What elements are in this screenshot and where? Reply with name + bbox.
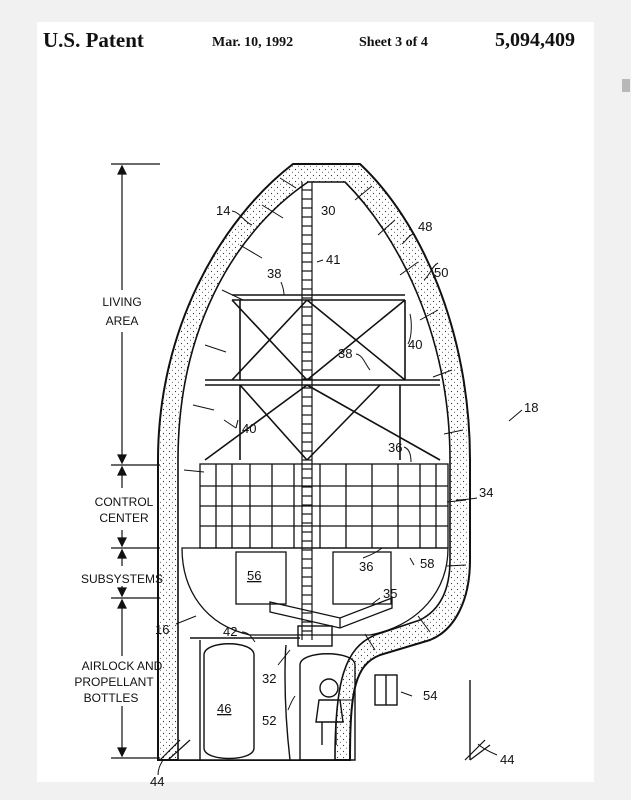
label-control-line1: CONTROL	[95, 495, 154, 509]
ref-16: 16	[155, 622, 169, 637]
label-airlock-line1: AIRLOCK AND	[82, 659, 163, 673]
label-living-line2: AREA	[106, 314, 139, 328]
ref-54: 54	[423, 688, 437, 703]
living-area-truss	[204, 294, 441, 461]
support-feet	[159, 739, 491, 761]
label-living-line1: LIVING	[102, 295, 141, 309]
central-ladder	[301, 182, 313, 640]
reference-numerals	[157, 210, 523, 776]
ref-50: 50	[434, 265, 448, 280]
control-center-rack	[199, 463, 449, 549]
subsystems-bay	[181, 547, 449, 636]
ref-44a: 44	[150, 774, 164, 789]
label-airlock-line2: PROPELLANT	[74, 675, 154, 689]
ref-42: 42	[223, 624, 237, 639]
label-subsystems: SUBSYSTEMS	[81, 572, 163, 586]
ref-30: 30	[321, 203, 335, 218]
ref-38b: 38	[338, 346, 352, 361]
ref-58: 58	[420, 556, 434, 571]
ref-44b: 44	[500, 752, 514, 767]
ref-40a: 40	[408, 337, 422, 352]
label-control-line2: CENTER	[99, 511, 149, 525]
ref-36b: 36	[359, 559, 373, 574]
airlock-area	[190, 625, 471, 761]
ref-36a: 36	[388, 440, 402, 455]
dimension-lines	[111, 163, 160, 759]
ref-46: 46	[217, 701, 231, 716]
reference-numeral-text: 14 30 41 48 38 50 40 38 40 18 36 34 36 5…	[150, 203, 538, 789]
ref-18: 18	[524, 400, 538, 415]
ref-34: 34	[479, 485, 493, 500]
ref-14: 14	[216, 203, 230, 218]
label-airlock-line3: BOTTLES	[84, 691, 139, 705]
sheet-number: Sheet 3 of 4	[359, 35, 428, 50]
ref-35: 35	[383, 586, 397, 601]
ref-38a: 38	[267, 266, 281, 281]
ref-52: 52	[262, 713, 276, 728]
ref-32: 32	[262, 671, 276, 686]
ref-56: 56	[247, 568, 261, 583]
patent-number: 5,094,409	[495, 29, 575, 51]
ref-41: 41	[326, 252, 340, 267]
ref-40b: 40	[242, 421, 256, 436]
patent-label: U.S. Patent	[43, 28, 144, 52]
scrollbar-thumb[interactable]	[622, 79, 630, 92]
outer-hull	[157, 163, 471, 761]
patent-date: Mar. 10, 1992	[212, 35, 294, 50]
section-labels: LIVING AREA CONTROL CENTER SUBSYSTEMS AI…	[74, 295, 163, 705]
ref-48: 48	[418, 219, 432, 234]
